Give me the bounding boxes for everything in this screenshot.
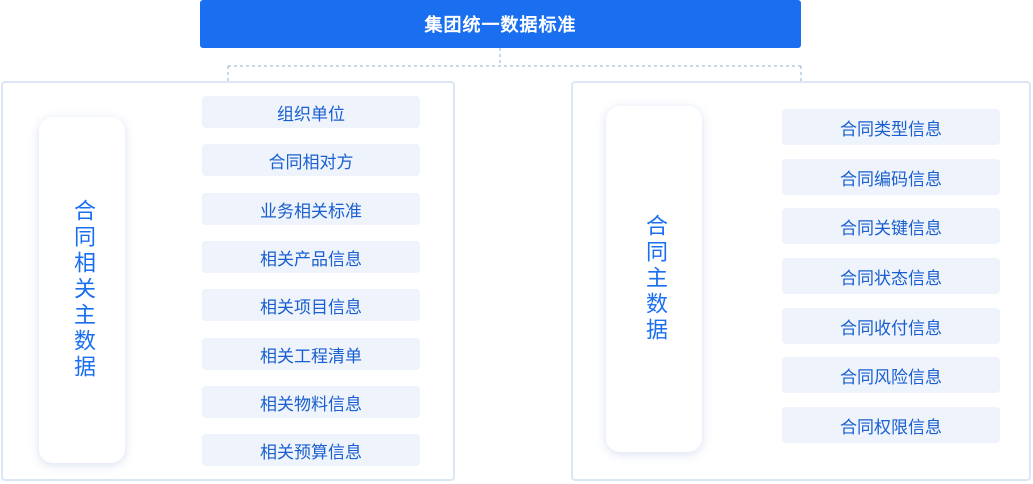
left-item-5: 相关工程清单: [202, 338, 420, 370]
page-title: 集团统一数据标准: [200, 0, 801, 48]
left-item-3: 相关产品信息: [202, 241, 420, 273]
left-item-0: 组织单位: [202, 96, 420, 128]
left-item-2: 业务相关标准: [202, 193, 420, 225]
right-item-3: 合同状态信息: [782, 258, 1000, 294]
left-main-label: 合同相关主数据: [70, 199, 95, 381]
left-main-card: 合同相关主数据: [39, 117, 125, 463]
right-item-2: 合同关键信息: [782, 208, 1000, 244]
left-item-1: 合同相对方: [202, 144, 420, 176]
right-main-label: 合同主数据: [642, 214, 667, 344]
right-item-6: 合同权限信息: [782, 407, 1000, 443]
left-item-6: 相关物料信息: [202, 386, 420, 418]
right-item-5: 合同风险信息: [782, 357, 1000, 393]
right-item-4: 合同收付信息: [782, 308, 1000, 344]
right-item-0: 合同类型信息: [782, 109, 1000, 145]
left-item-4: 相关项目信息: [202, 289, 420, 321]
right-main-card: 合同主数据: [606, 106, 702, 452]
left-item-7: 相关预算信息: [202, 434, 420, 466]
right-item-1: 合同编码信息: [782, 159, 1000, 195]
